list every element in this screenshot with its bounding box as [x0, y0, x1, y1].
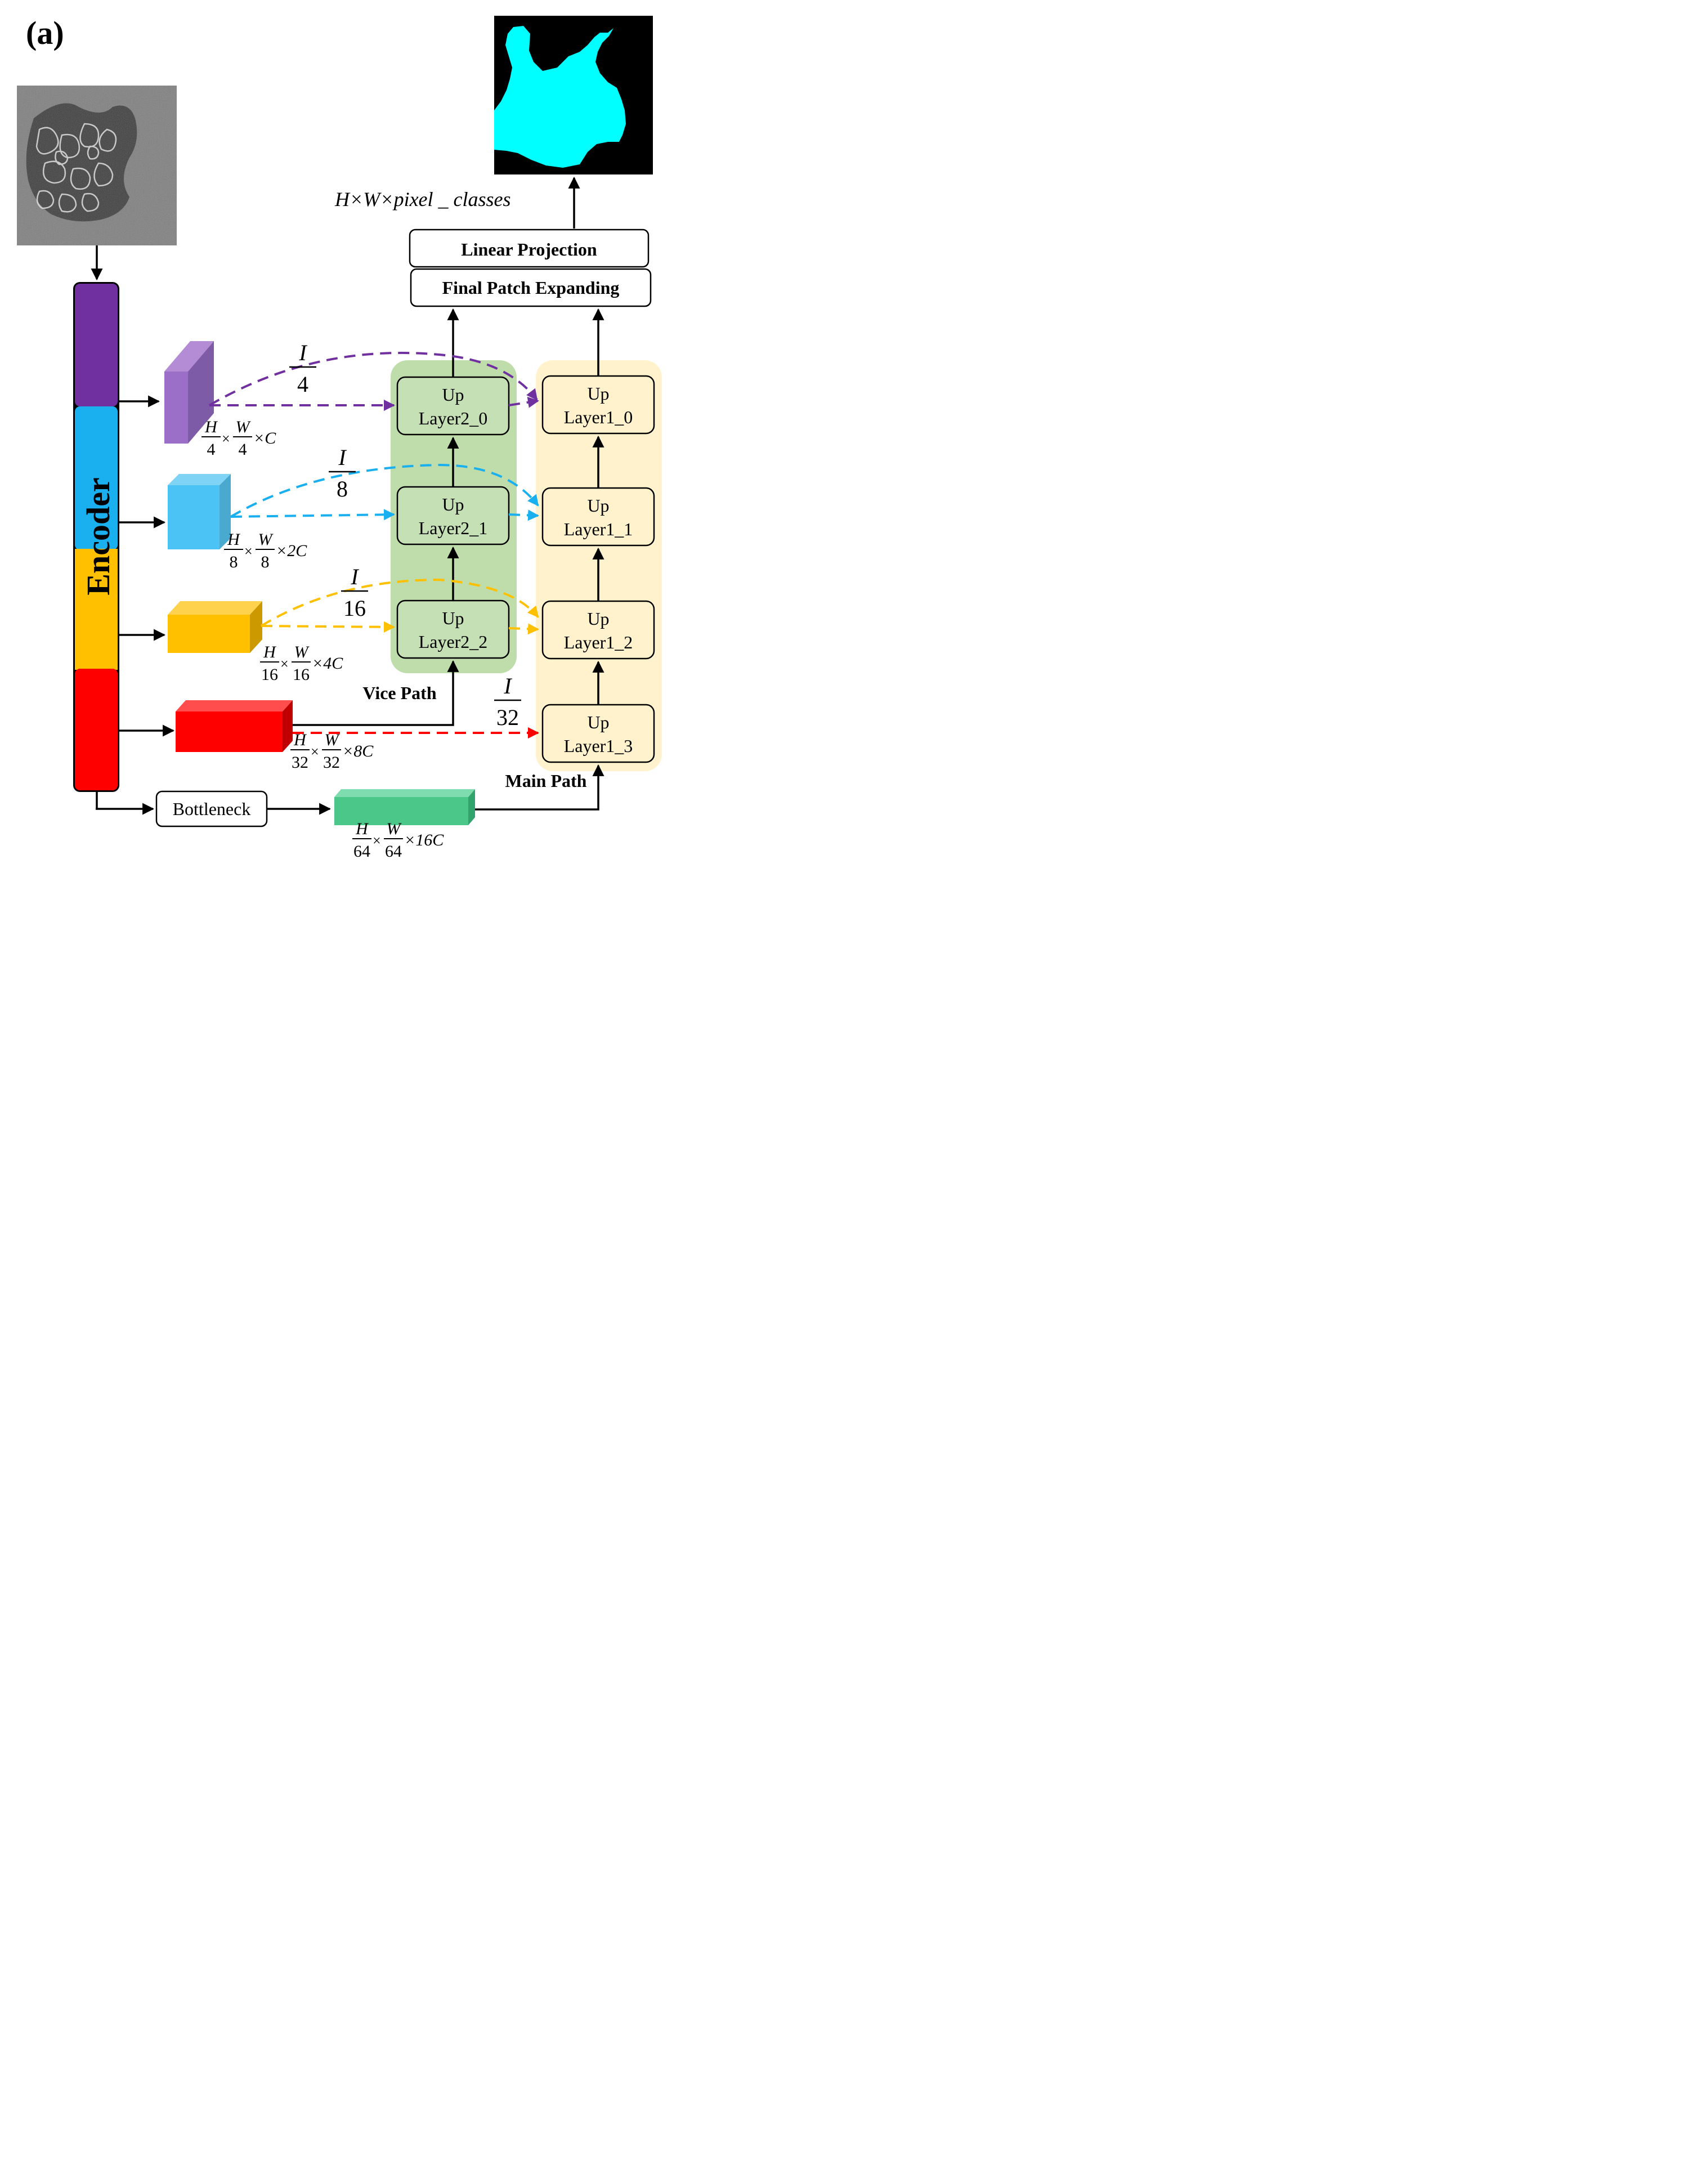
dim-h-num: H: [355, 820, 369, 838]
vice-path-label: Vice Path: [362, 683, 436, 703]
red-to-vice-arrow: [293, 660, 459, 726]
output-label: H×W×pixel _ classes: [334, 188, 511, 211]
svg-text:Layer1_1: Layer1_1: [564, 519, 633, 539]
skip-ratio-num: I: [338, 445, 347, 470]
skip-ratio-den: 8: [337, 476, 348, 502]
dim-w-den: 8: [261, 553, 270, 571]
architecture-diagram: (a) Encoder: [17, 15, 662, 861]
feature-map-1: [164, 341, 214, 444]
linear-projection-label: Linear Projection: [461, 239, 597, 259]
linear-projection-box: [409, 229, 650, 268]
dim-w-num: W: [236, 418, 252, 436]
skip-blue-curve: [230, 463, 539, 518]
skip-ratio-num: I: [298, 340, 307, 365]
svg-text:Layer2_2: Layer2_2: [419, 632, 488, 652]
main-layer-2: Up Layer1_2: [541, 600, 655, 660]
main-layer-1: Up Layer1_1: [541, 487, 655, 547]
dim-w-num: W: [294, 643, 310, 661]
skip-yellow-curve: [260, 578, 539, 627]
svg-text:Up: Up: [442, 384, 464, 405]
svg-text:Layer2_1: Layer2_1: [419, 518, 488, 538]
skip-purple-curve: [208, 351, 538, 406]
main-layer-3: Up Layer1_3: [541, 704, 655, 763]
dim-channels: ×4C: [312, 654, 343, 673]
dim-h-den: 4: [207, 440, 216, 459]
skip-purple-vm: [508, 396, 539, 408]
dim-w-den: 32: [323, 753, 340, 772]
feature-map-5: [334, 789, 475, 825]
dim-label-4: H32×W32×8C: [290, 731, 374, 772]
skip-yellow-straight: [261, 621, 395, 633]
svg-text:Up: Up: [442, 494, 464, 514]
dim-h-num: H: [204, 418, 218, 436]
dim-w-den: 64: [385, 842, 402, 861]
dim-label-2: H 8 × W 8 ×2C: [224, 530, 307, 571]
skip-ratio-den: 32: [496, 705, 519, 730]
dim-h-den: 16: [261, 665, 278, 684]
dim-times: ×: [280, 656, 289, 672]
dim-label-3: H16×W16×4C: [260, 643, 343, 684]
dim-times: ×: [373, 833, 381, 849]
svg-text:Up: Up: [587, 495, 609, 516]
dim-times: ×: [222, 431, 230, 447]
svg-text:Up: Up: [587, 383, 609, 404]
vice-layer-0: Up Layer2_0: [396, 376, 510, 436]
skip-ratio-den: 16: [343, 596, 366, 621]
dim-w-den: 4: [239, 440, 247, 459]
svg-text:Up: Up: [442, 608, 464, 628]
dim-h-den: 32: [292, 753, 308, 772]
svg-text:Layer1_0: Layer1_0: [564, 407, 633, 427]
dim-h-den: 8: [230, 553, 238, 571]
skip-ratio-4: I 32: [494, 673, 521, 730]
final-patch-expanding-box: [410, 268, 652, 307]
svg-text:Up: Up: [587, 608, 609, 629]
skip-ratio-den: 4: [297, 372, 308, 397]
dim-label-5: H64×W64×16C: [352, 820, 444, 861]
skip-ratio-1: I4: [289, 340, 316, 397]
dim-h-num: H: [263, 643, 277, 661]
dim-channels: ×C: [253, 429, 276, 447]
skip-ratio-num: I: [503, 673, 512, 699]
dim-times: ×: [311, 744, 319, 760]
dim-channels: ×2C: [276, 541, 307, 560]
dim-h-den: 64: [353, 842, 370, 861]
skip-ratio-num: I: [350, 564, 359, 589]
skip-ratio-3: I 16: [341, 564, 368, 621]
dim-label-1: H 4 × W 4 ×C: [201, 418, 276, 459]
output-mask: [494, 16, 653, 174]
svg-text:Up: Up: [587, 712, 609, 732]
skip-blue-straight: [230, 509, 395, 521]
skip-blue-vm: [508, 509, 539, 521]
bottleneck-to-main-arrow: [475, 764, 604, 811]
vice-layer-2: Up Layer2_2: [396, 599, 510, 659]
main-layer-0: Up Layer1_0: [541, 375, 655, 435]
dim-channels: ×16C: [404, 831, 444, 849]
dim-w-num: W: [387, 820, 402, 838]
skip-ratio-2: I8: [329, 445, 356, 502]
final-patch-expanding-label: Final Patch Expanding: [442, 278, 620, 298]
feature-map-2: [168, 474, 231, 549]
svg-text:Layer2_0: Layer2_0: [419, 408, 488, 428]
dim-channels: ×8C: [342, 742, 374, 760]
feature-map-4: [176, 700, 293, 752]
feature-map-3: [168, 601, 262, 653]
svg-text:Layer1_3: Layer1_3: [564, 736, 633, 756]
skip-yellow-vm: [508, 623, 539, 635]
main-path-label: Main Path: [505, 771, 587, 791]
encoder-block: Encoder: [73, 282, 119, 792]
svg-text:Layer1_2: Layer1_2: [564, 632, 633, 652]
dim-w-den: 16: [293, 665, 310, 684]
dim-times: ×: [244, 543, 253, 560]
panel-label: (a): [26, 15, 64, 51]
dim-h-num: H: [227, 530, 241, 549]
bottleneck-label: Bottleneck: [173, 799, 251, 819]
vice-layer-1: Up Layer2_1: [396, 486, 510, 545]
encoder-label: Encoder: [80, 477, 117, 595]
input-image: [17, 86, 177, 245]
dim-w-num: W: [258, 530, 274, 549]
